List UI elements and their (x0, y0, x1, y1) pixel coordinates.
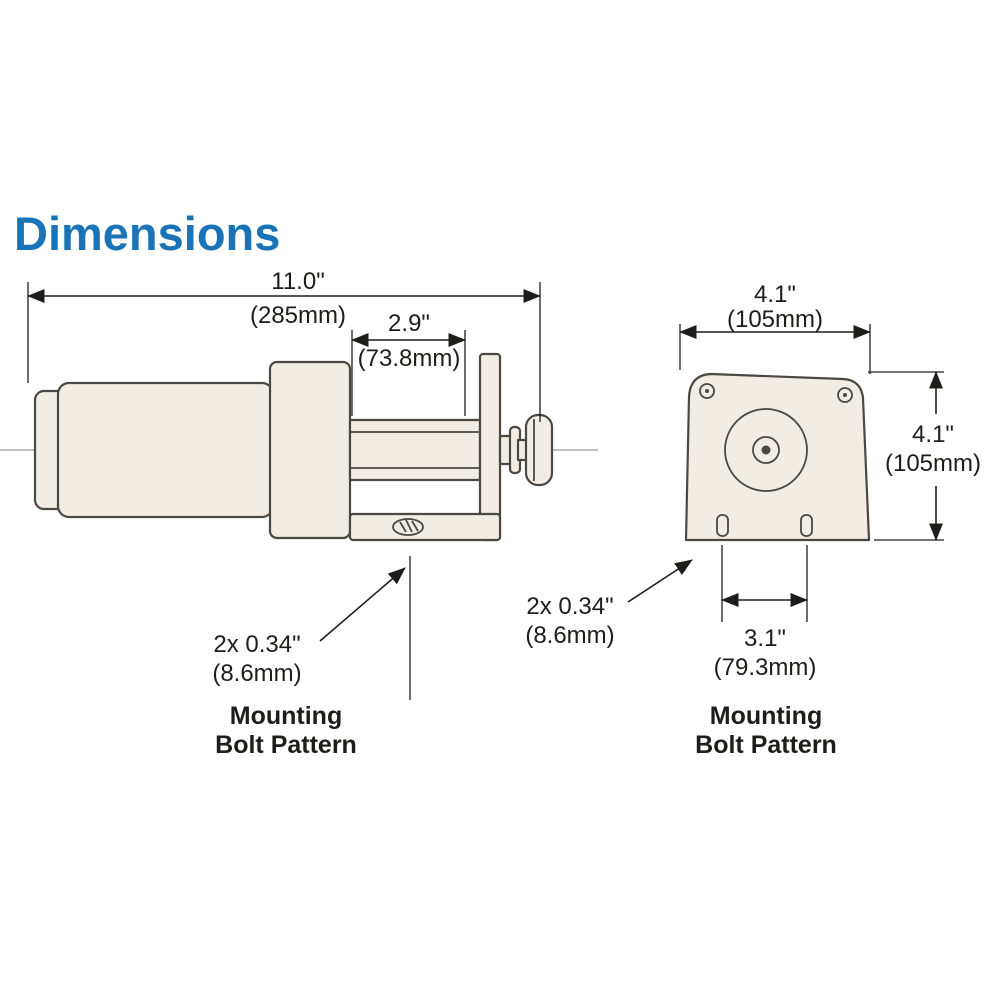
bolt-spacing-in: 3.1" (744, 625, 786, 652)
drum-hub-center (761, 445, 771, 455)
end-height-mm: (105mm) (885, 450, 981, 477)
bolt-slot-right (800, 514, 813, 537)
end-caption-line2: Bolt Pattern (695, 731, 837, 759)
bolt-slot-left (716, 514, 729, 537)
corner-screw (837, 387, 853, 403)
hatch-line (411, 520, 419, 532)
drum (348, 418, 482, 482)
end-width-mm: (105mm) (727, 306, 823, 333)
corner-screw-center (843, 393, 847, 397)
motor-housing (56, 381, 275, 519)
end-bolt-callout: 2x 0.34" (8.6mm) (525, 559, 693, 649)
gear-housing (268, 360, 352, 540)
knob-head (524, 413, 554, 487)
dim-drum-width: 2.9" (73.8mm) (351, 310, 466, 416)
leader-line (319, 567, 406, 642)
drum-hub-outer (724, 408, 808, 492)
drum-width-mm: (73.8mm) (358, 345, 461, 372)
corner-screw-center (705, 389, 709, 393)
end-view-drawing (684, 372, 871, 542)
drum-hub-inner (752, 436, 780, 464)
dim-end-width: 4.1" (105mm) (679, 281, 871, 374)
side-caption-line2: Bolt Pattern (215, 731, 357, 759)
side-view-drawing (0, 352, 598, 542)
hatch-line (405, 519, 413, 533)
end-height-in: 4.1" (912, 421, 954, 448)
bracket-upright (478, 352, 502, 542)
end-bolt-mm: (8.6mm) (525, 622, 614, 649)
overall-length-in: 11.0" (271, 268, 324, 295)
side-bolt-mm: (8.6mm) (212, 660, 301, 687)
dim-bolt-spacing: 3.1" (79.3mm) (714, 545, 817, 681)
bracket-base (348, 512, 502, 542)
side-bolt-qty-dia: 2x 0.34" (213, 631, 300, 658)
dim-overall-length: 11.0" (285mm) (27, 268, 541, 422)
side-bolt-callout: 2x 0.34" (8.6mm) (212, 556, 411, 700)
corner-screw (699, 383, 715, 399)
leader-line (627, 559, 693, 603)
overall-length-mm: (285mm) (250, 302, 346, 329)
dim-end-height: 4.1" (105mm) (868, 371, 981, 541)
bolt-spacing-mm: (79.3mm) (714, 654, 817, 681)
side-caption-line1: Mounting (230, 702, 342, 730)
drum-width-in: 2.9" (388, 310, 430, 337)
end-caption-line1: Mounting (710, 702, 822, 730)
clutch-knob (498, 413, 554, 487)
end-bolt-qty-dia: 2x 0.34" (526, 593, 613, 620)
base-bolt-hole (392, 518, 424, 536)
end-width-in: 4.1" (754, 281, 796, 308)
hatch-line (399, 521, 407, 533)
page-title: Dimensions (14, 207, 280, 260)
